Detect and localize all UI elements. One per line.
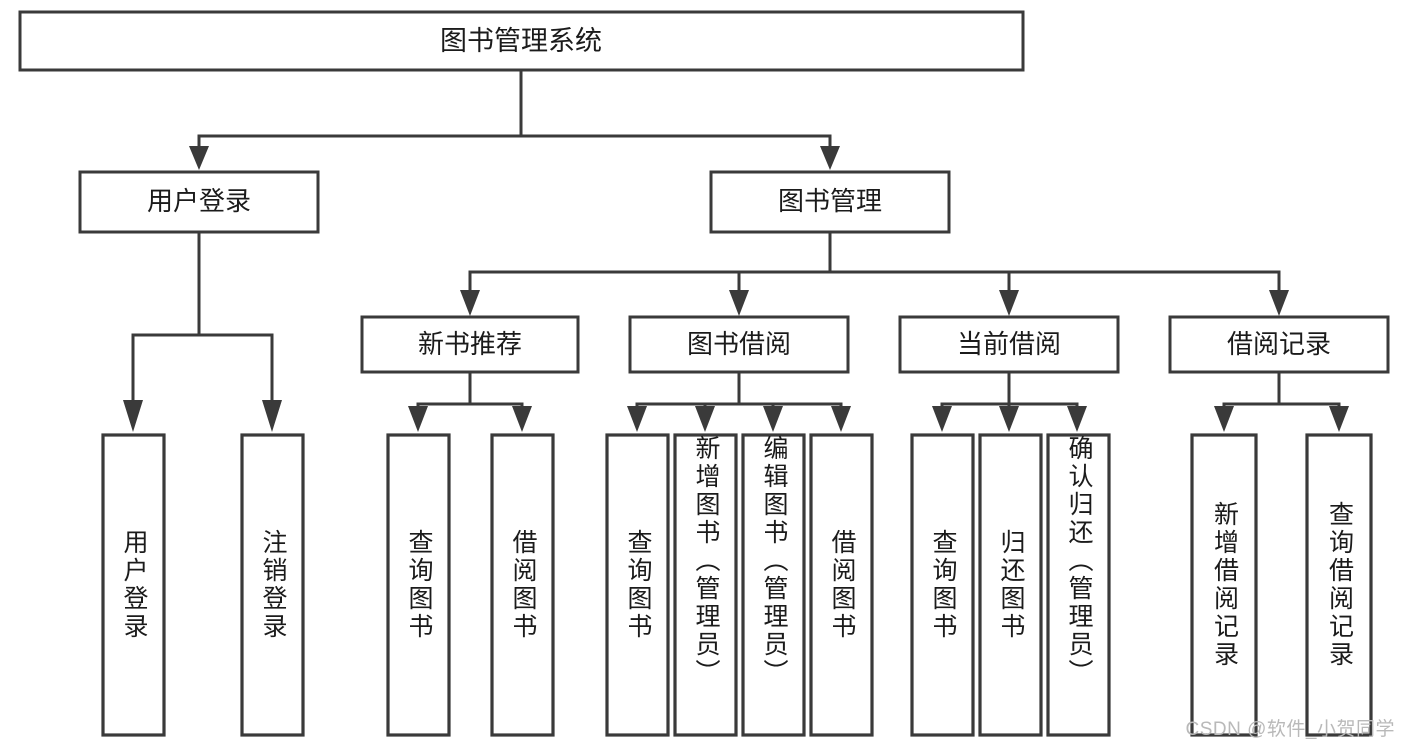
arrow-to-leaf-query-book-1 xyxy=(408,406,428,432)
node-book-management-box[interactable] xyxy=(709,170,951,234)
arrow-to-leaf-query-record xyxy=(1329,406,1349,432)
leaf-borrow-book-2-box[interactable] xyxy=(809,433,874,737)
node-book-management-label: 图书管理 xyxy=(778,186,882,216)
node-book-borrow-box[interactable] xyxy=(628,315,850,374)
node-current-borrow-label: 当前借阅 xyxy=(957,329,1061,359)
node-book-management[interactable]: 图书管理 xyxy=(709,170,951,234)
connector-layer xyxy=(123,68,1349,432)
leaf-return-book-box[interactable] xyxy=(978,433,1043,737)
node-new-book-recommend-label: 新书推荐 xyxy=(418,329,522,359)
node-book-borrow-label: 图书借阅 xyxy=(687,329,791,359)
arrow-to-leaf-borrow-book-2 xyxy=(831,406,851,432)
arrow-to-current-borrow xyxy=(999,290,1019,316)
leaf-add-book-box[interactable] xyxy=(673,433,738,737)
node-borrow-record[interactable]: 借阅记录 xyxy=(1168,315,1390,374)
arrow-to-leaf-edit-book xyxy=(763,406,783,432)
leaf-edit-book-box[interactable] xyxy=(741,433,806,737)
node-user-login-label: 用户登录 xyxy=(147,186,251,216)
leaf-query-book-1-box[interactable] xyxy=(386,433,451,737)
node-root-label: 图书管理系统 xyxy=(440,26,602,56)
arrow-to-user-login xyxy=(189,146,209,170)
arrow-to-book-management xyxy=(820,146,840,170)
node-current-borrow[interactable]: 当前借阅 xyxy=(898,315,1120,374)
node-user-login[interactable]: 用户登录 xyxy=(78,170,320,234)
leaf-logout-login-box[interactable] xyxy=(240,433,305,737)
arrow-to-leaf-query-book-2 xyxy=(627,406,647,432)
node-book-borrow[interactable]: 图书借阅 xyxy=(628,315,850,374)
leaf-query-book-3-box[interactable] xyxy=(910,433,975,737)
node-current-borrow-box[interactable] xyxy=(898,315,1120,374)
leaf-borrow-book-1-box[interactable] xyxy=(490,433,555,737)
arrow-to-borrow-record xyxy=(1269,290,1289,316)
leaf-confirm-return-box[interactable] xyxy=(1046,433,1111,737)
leaf-layer xyxy=(101,433,1373,737)
arrow-to-leaf-user-login xyxy=(123,400,143,432)
leaf-query-record-box[interactable] xyxy=(1305,433,1373,737)
arrow-to-leaf-query-book-3 xyxy=(932,406,952,432)
node-user-login-box[interactable] xyxy=(78,170,320,234)
leaf-add-record-box[interactable] xyxy=(1190,433,1258,737)
node-root[interactable]: 图书管理系统 xyxy=(18,10,1025,72)
leaf-user-login-box[interactable] xyxy=(101,433,166,737)
csdn-watermark: CSDN @软件_小贺同学 xyxy=(1185,719,1395,740)
arrow-to-leaf-return-book xyxy=(999,406,1019,432)
arrow-to-leaf-add-book xyxy=(695,406,715,432)
arrow-to-book-borrow xyxy=(729,290,749,316)
arrow-to-new-book-recommend xyxy=(460,290,480,316)
arrow-to-leaf-borrow-book-1 xyxy=(512,406,532,432)
arrow-to-leaf-logout-login xyxy=(262,400,282,432)
node-root-box[interactable] xyxy=(18,10,1025,72)
arrow-to-leaf-add-record xyxy=(1214,406,1234,432)
node-borrow-record-label: 借阅记录 xyxy=(1227,329,1331,359)
node-new-book-recommend[interactable]: 新书推荐 xyxy=(360,315,580,374)
node-borrow-record-box[interactable] xyxy=(1168,315,1390,374)
arrow-to-leaf-confirm-return xyxy=(1067,406,1087,432)
node-new-book-recommend-box[interactable] xyxy=(360,315,580,374)
leaf-query-book-2-box[interactable] xyxy=(605,433,670,737)
